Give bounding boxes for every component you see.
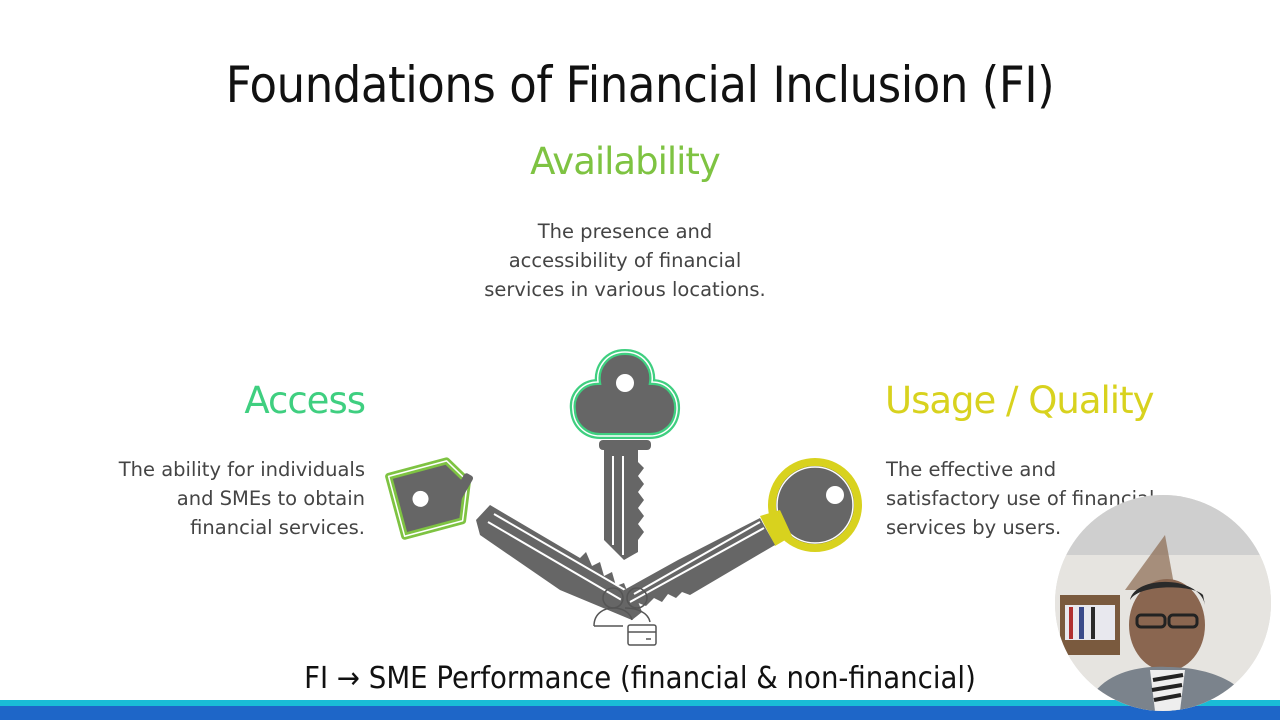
slide-title: Foundations of Financial Inclusion (FI) bbox=[225, 56, 1055, 114]
key-round-icon bbox=[620, 458, 862, 610]
access-title: Access bbox=[244, 379, 366, 422]
usage-quality-title: Usage / Quality bbox=[885, 379, 1154, 422]
key-cloud-icon bbox=[569, 348, 681, 560]
availability-title: Availability bbox=[530, 140, 721, 183]
access-description: The ability for individuals and SMEs to … bbox=[118, 458, 365, 539]
users-card-icon bbox=[593, 587, 657, 646]
keys-illustration bbox=[385, 348, 862, 646]
usage-quality-description: The effective and satisfactory use of fi… bbox=[886, 458, 1155, 539]
footer-bar-cyan bbox=[0, 700, 1280, 706]
slide-footer: FI → SME Performance (financial & non-fi… bbox=[304, 661, 976, 696]
key-square-icon bbox=[385, 457, 474, 540]
presenter-video-frame bbox=[1055, 495, 1271, 711]
presenter-webcam bbox=[1055, 495, 1271, 711]
footer-bar-blue bbox=[0, 706, 1280, 720]
availability-description: The presence and accessibility of financ… bbox=[484, 220, 766, 301]
